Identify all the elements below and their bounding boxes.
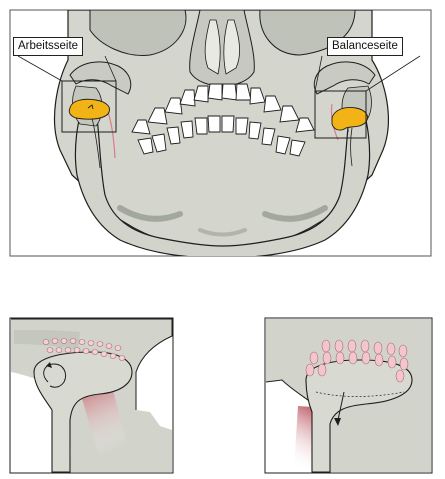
- balancing-side-label: Balanceseite: [327, 37, 403, 56]
- balancing-tissue-dots: [305, 339, 409, 383]
- left-condyle-region: [68, 85, 116, 169]
- lower-teeth: [137, 115, 306, 157]
- left-orbit: [89, 10, 187, 56]
- right-condyle-region: [330, 85, 372, 167]
- working-side-label: Arbeitsseite: [13, 37, 84, 56]
- upper-teeth: [131, 83, 315, 135]
- left-articular-disc: [68, 98, 110, 120]
- right-zoom-square: [314, 90, 367, 139]
- left-zoom-square: [61, 80, 117, 133]
- working-side-detail: [9, 317, 174, 474]
- nasal-cavity: [189, 10, 255, 87]
- balancing-side-detail: [264, 317, 433, 474]
- working-tissue-dots: [42, 338, 126, 361]
